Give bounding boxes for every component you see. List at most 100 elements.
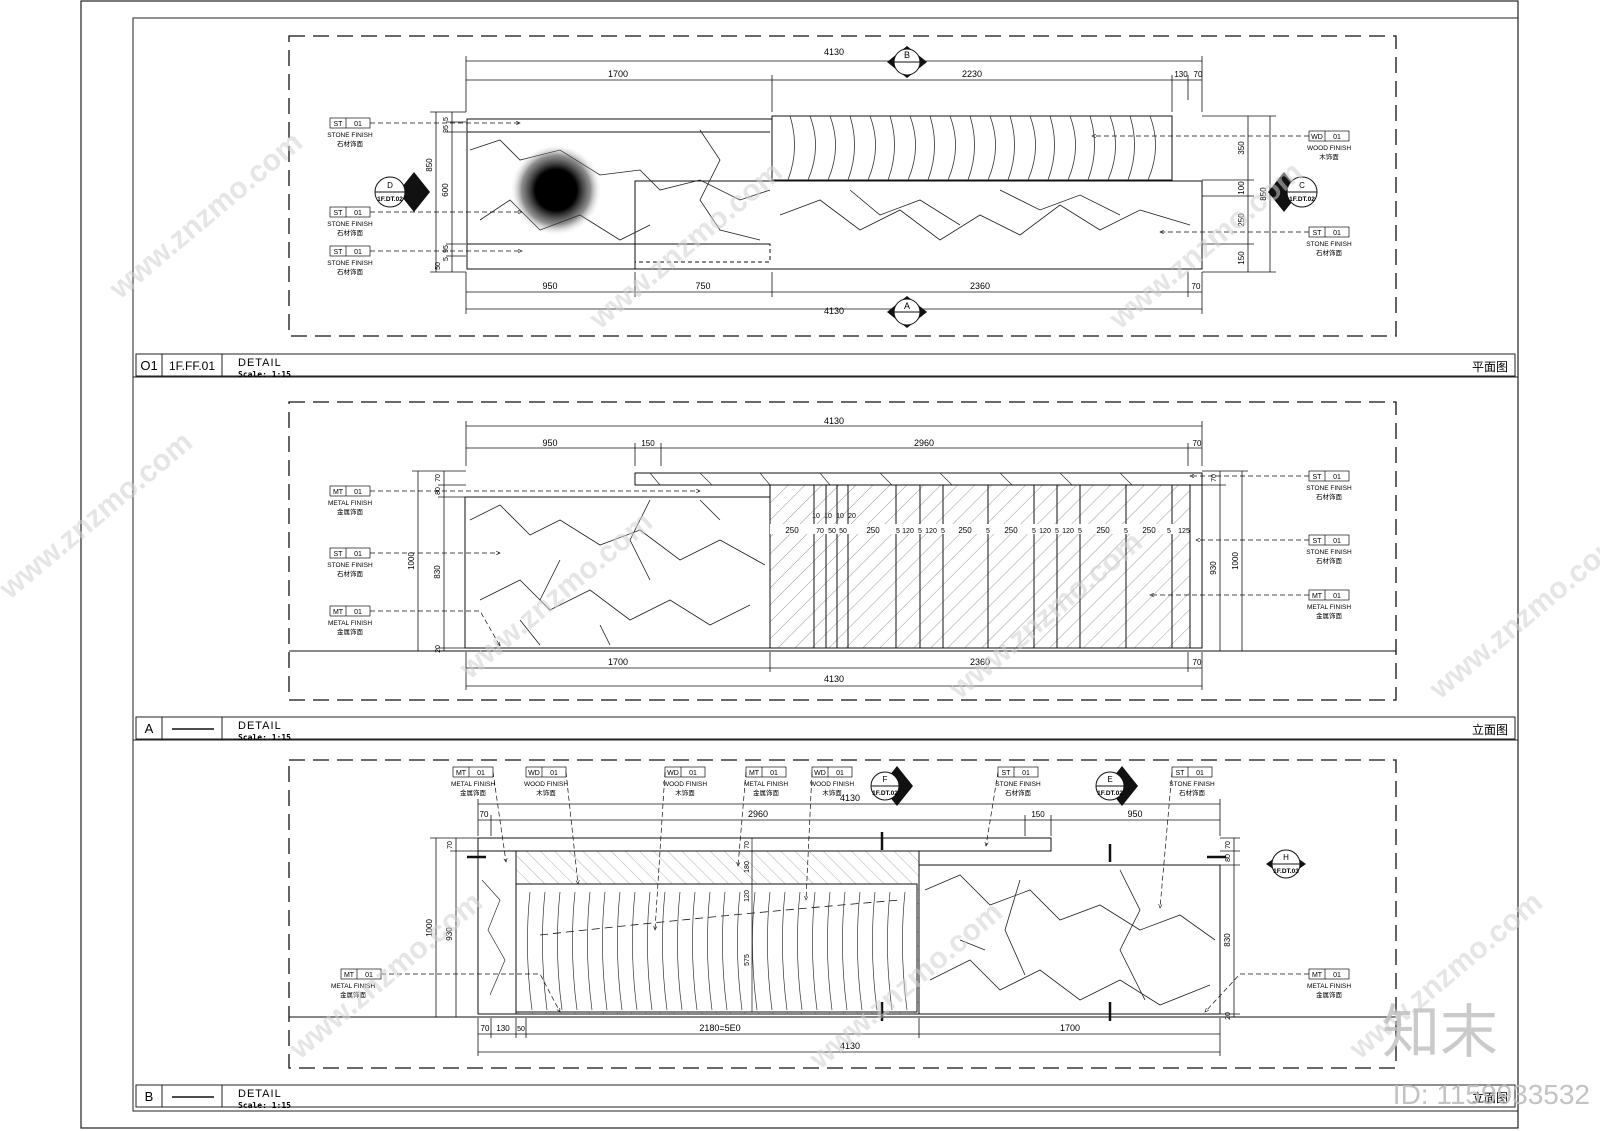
elev-b-dim-bottom-e: 1700: [1060, 1023, 1080, 1033]
elev-b-title-bar: [135, 1084, 1516, 1108]
elev-b-section-h-label: H: [1283, 853, 1289, 862]
elev-b-dim-top-total: 4130: [840, 793, 860, 803]
tag-cn: 石材饰面: [1179, 788, 1206, 797]
plan-tag-2: ST 01 STONE FINISH 石材饰面: [327, 206, 522, 237]
elev-b-end-veins: [481, 879, 506, 996]
plan-dim-left-f: 50: [435, 262, 442, 270]
elev-a-slat-label-9: 250: [866, 526, 880, 535]
tag-code: ST: [334, 249, 344, 256]
plan-wood-top: [771, 115, 1173, 181]
elev-b-dim-bottom-d: 2180=5E0: [699, 1023, 740, 1033]
tag-en: WOOD FINISH: [1307, 145, 1351, 152]
elev-a-slat-label-12: 5: [918, 528, 922, 535]
elev-a-slat-label-15: 250: [958, 526, 972, 535]
plan-stone-mid: [634, 180, 1203, 270]
elev-a-dims-left: [412, 470, 466, 652]
elev-b-inner-dim-4: 575: [744, 954, 751, 966]
plan-dim-right-b: 100: [1237, 181, 1246, 195]
elev-b-stone-veins: [924, 869, 1216, 1006]
tag-en: STONE FINISH: [327, 260, 373, 267]
tag-en: STONE FINISH: [1306, 241, 1352, 248]
elev-a-stone-veins: [469, 499, 766, 646]
elev-a-stone-panel: [464, 496, 771, 649]
elev-b-dim-left-a: 70: [447, 841, 454, 849]
plan-section-c-label: C: [1299, 181, 1305, 190]
tag-en: STONE FINISH: [327, 132, 373, 139]
plan-view-boundary: [288, 35, 1397, 337]
elev-b-dim-bottom-b: 130: [496, 1024, 510, 1033]
elev-a-top-strip-veins: [649, 472, 1133, 486]
elev-b-dims-top: [477, 799, 1221, 836]
elev-a-slat-label-8: 20: [848, 513, 856, 520]
tag-cn: 石材饰面: [337, 267, 364, 276]
watermark-site: www.znzmo.com: [283, 885, 489, 1066]
elev-a-view-name: 立面图: [1472, 722, 1508, 737]
elev-a-detail-label: DETAIL: [238, 720, 282, 732]
plan-dim-left-b: 95: [443, 125, 450, 133]
elev-a-tag-4: ST 01 STONE FINISH 石材饰面: [1190, 470, 1352, 501]
elev-a-slat-label-19: 120: [1039, 528, 1051, 535]
plan-detail-label: DETAIL: [238, 357, 282, 369]
tag-code: WD: [814, 770, 826, 777]
tag-cn: 石材饰面: [1316, 492, 1343, 501]
elev-b-panel-number: B: [145, 1089, 154, 1104]
plan-section-d-ref: 1F.DT.02: [377, 196, 403, 203]
tag-num: 01: [770, 770, 778, 777]
elev-a-slat-label-20: 5: [1055, 528, 1059, 535]
plan-section-mark-a: A: [887, 296, 927, 328]
plan-title-bar: [135, 353, 1516, 377]
elev-a-slat-label-26: 5: [1167, 528, 1171, 535]
tag-cn: 金属饰面: [460, 788, 487, 797]
elev-b-dim-right-c: 830: [1223, 933, 1232, 947]
elev-a-slat-label-23: 250: [1096, 526, 1110, 535]
tag-num: 01: [1333, 972, 1341, 979]
tag-code: WD: [528, 770, 540, 777]
tag-cn: 石材饰面: [1316, 248, 1343, 257]
tag-num: 01: [354, 551, 362, 558]
plan-dim-top-b: 70: [1194, 70, 1203, 79]
elev-a-dim-bottom-b: 2360: [970, 657, 990, 667]
tag-code: ST: [1313, 230, 1323, 237]
tag-num: 01: [1333, 538, 1341, 545]
tag-en: METAL FINISH: [1307, 604, 1351, 611]
tag-cn: 金属饰面: [753, 788, 780, 797]
tag-code: ST: [1002, 770, 1012, 777]
elev-b-view-boundary: [288, 759, 1397, 1069]
elev-a-dim-top-c: 2960: [914, 438, 934, 448]
elev-a-slat-label-17: 250: [1004, 526, 1018, 535]
tag-code: ST: [334, 121, 344, 128]
elev-b-dims-left: [430, 837, 478, 1018]
elev-b-tag-3: WD 01 WOOD FINISH 木饰面: [655, 766, 707, 930]
watermark-site: www.znzmo.com: [1423, 525, 1600, 706]
elev-b-dim-bottom-total: 4130: [840, 1041, 860, 1051]
plan-section-c-ref: 1F.DT.02: [1289, 196, 1315, 203]
elev-a-slat-label-18: 5: [1032, 528, 1036, 535]
tag-cn: 金属饰面: [1316, 611, 1343, 620]
elev-b-dim-right-d: 20: [1225, 1012, 1232, 1020]
elev-a-slat-label-2: 10: [812, 513, 820, 520]
tag-num: 01: [354, 210, 362, 217]
tag-cn: 木饰面: [675, 788, 695, 797]
plan-dim-right-d: 150: [1237, 251, 1246, 265]
tag-code: ST: [1313, 538, 1323, 545]
plan-dim-left-a: 5: [443, 117, 450, 121]
elev-a-top-strip: [634, 472, 1203, 486]
elev-b-scale: Scale: 1:15: [238, 1101, 291, 1110]
elev-b-inner-dim-2: 180: [744, 861, 751, 873]
elev-a-dim-left-total: 1000: [407, 552, 416, 570]
tag-cn: 木饰面: [1319, 152, 1339, 161]
elev-a-dim-top-d: 70: [1193, 439, 1202, 448]
tag-code: MT: [333, 489, 344, 496]
tag-en: METAL FINISH: [331, 983, 375, 990]
inner-frame: [132, 17, 1519, 1112]
plan-dim-left-e: 5: [443, 257, 450, 261]
tag-en: WOOD FINISH: [810, 781, 854, 788]
tag-num: 01: [354, 609, 362, 616]
plan-dim-top-left: 1700: [608, 69, 628, 79]
tag-en: STONE FINISH: [995, 781, 1041, 788]
elev-a-dim-left-c: 830: [433, 565, 442, 579]
tag-code: ST: [334, 210, 344, 217]
tag-num: 01: [550, 770, 558, 777]
elev-a-slat-label-6: 10: [836, 513, 844, 520]
tag-num: 01: [836, 770, 844, 777]
